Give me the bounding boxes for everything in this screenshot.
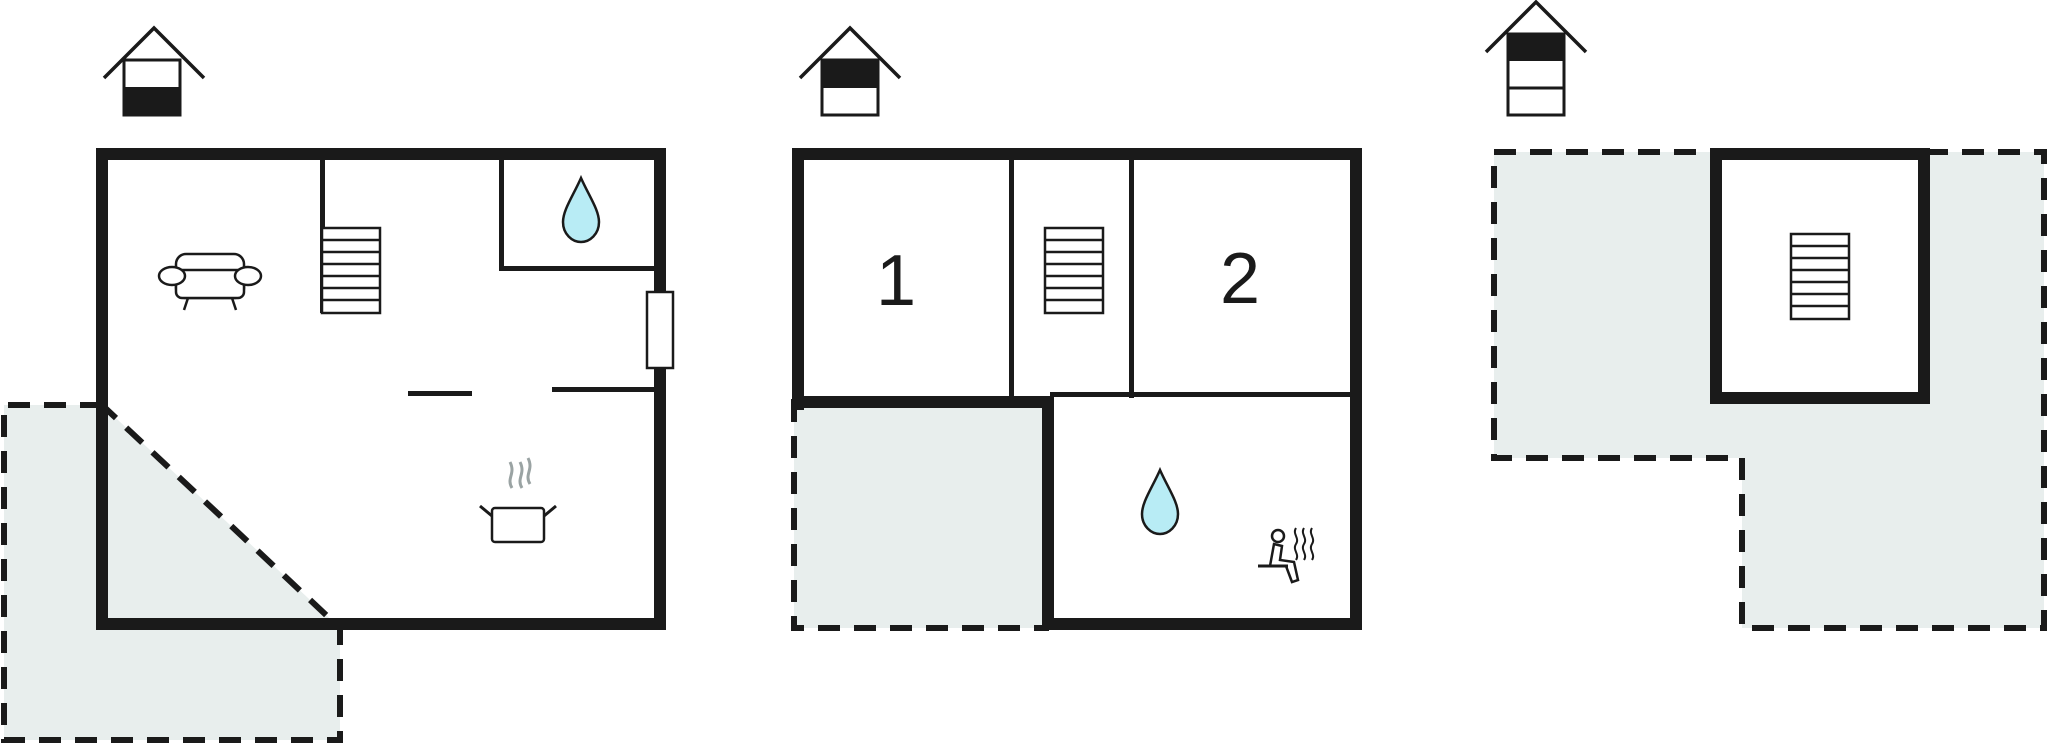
window [645, 290, 675, 370]
sauna-icon [1258, 527, 1315, 584]
interior-wall [408, 391, 472, 396]
exterior-wall [792, 148, 804, 410]
exterior-wall [1710, 392, 1930, 404]
exterior-wall [1350, 148, 1362, 630]
exterior-wall [1710, 148, 1930, 160]
exterior-wall [96, 148, 666, 160]
first-floor-plan: 1 2 [791, 25, 1362, 631]
exterior-wall [1042, 618, 1362, 630]
exterior-wall [96, 618, 666, 630]
balcony-area [791, 399, 1049, 631]
terrace-area [1, 402, 343, 743]
interior-wall [1050, 392, 1354, 397]
water-drop-icon [561, 176, 601, 244]
floor-level-indicator-icon [102, 25, 206, 117]
second-floor-plan [1484, 0, 2047, 631]
interior-wall [552, 387, 656, 392]
floor-level-indicator-icon [1484, 0, 1588, 117]
cooking-pot-icon [479, 457, 557, 544]
exterior-wall [1710, 148, 1722, 404]
exterior-wall [1918, 148, 1930, 404]
interior-wall [1129, 158, 1134, 398]
room-number-1: 1 [876, 241, 916, 321]
interior-wall [499, 266, 657, 271]
sofa-icon [157, 252, 263, 311]
room-number-2: 2 [1220, 239, 1260, 319]
floor-level-indicator-icon [798, 25, 902, 117]
exterior-wall [96, 148, 108, 630]
exterior-wall [792, 148, 1362, 160]
ground-floor-plan [1, 25, 675, 743]
interior-wall [1009, 158, 1014, 398]
stairs-icon [1789, 232, 1851, 321]
stairs-icon [1043, 226, 1105, 315]
water-drop-icon [1140, 468, 1180, 536]
exterior-wall [1042, 396, 1054, 630]
stairs-icon [320, 226, 382, 315]
interior-wall [499, 158, 504, 270]
exterior-wall [792, 396, 1054, 408]
